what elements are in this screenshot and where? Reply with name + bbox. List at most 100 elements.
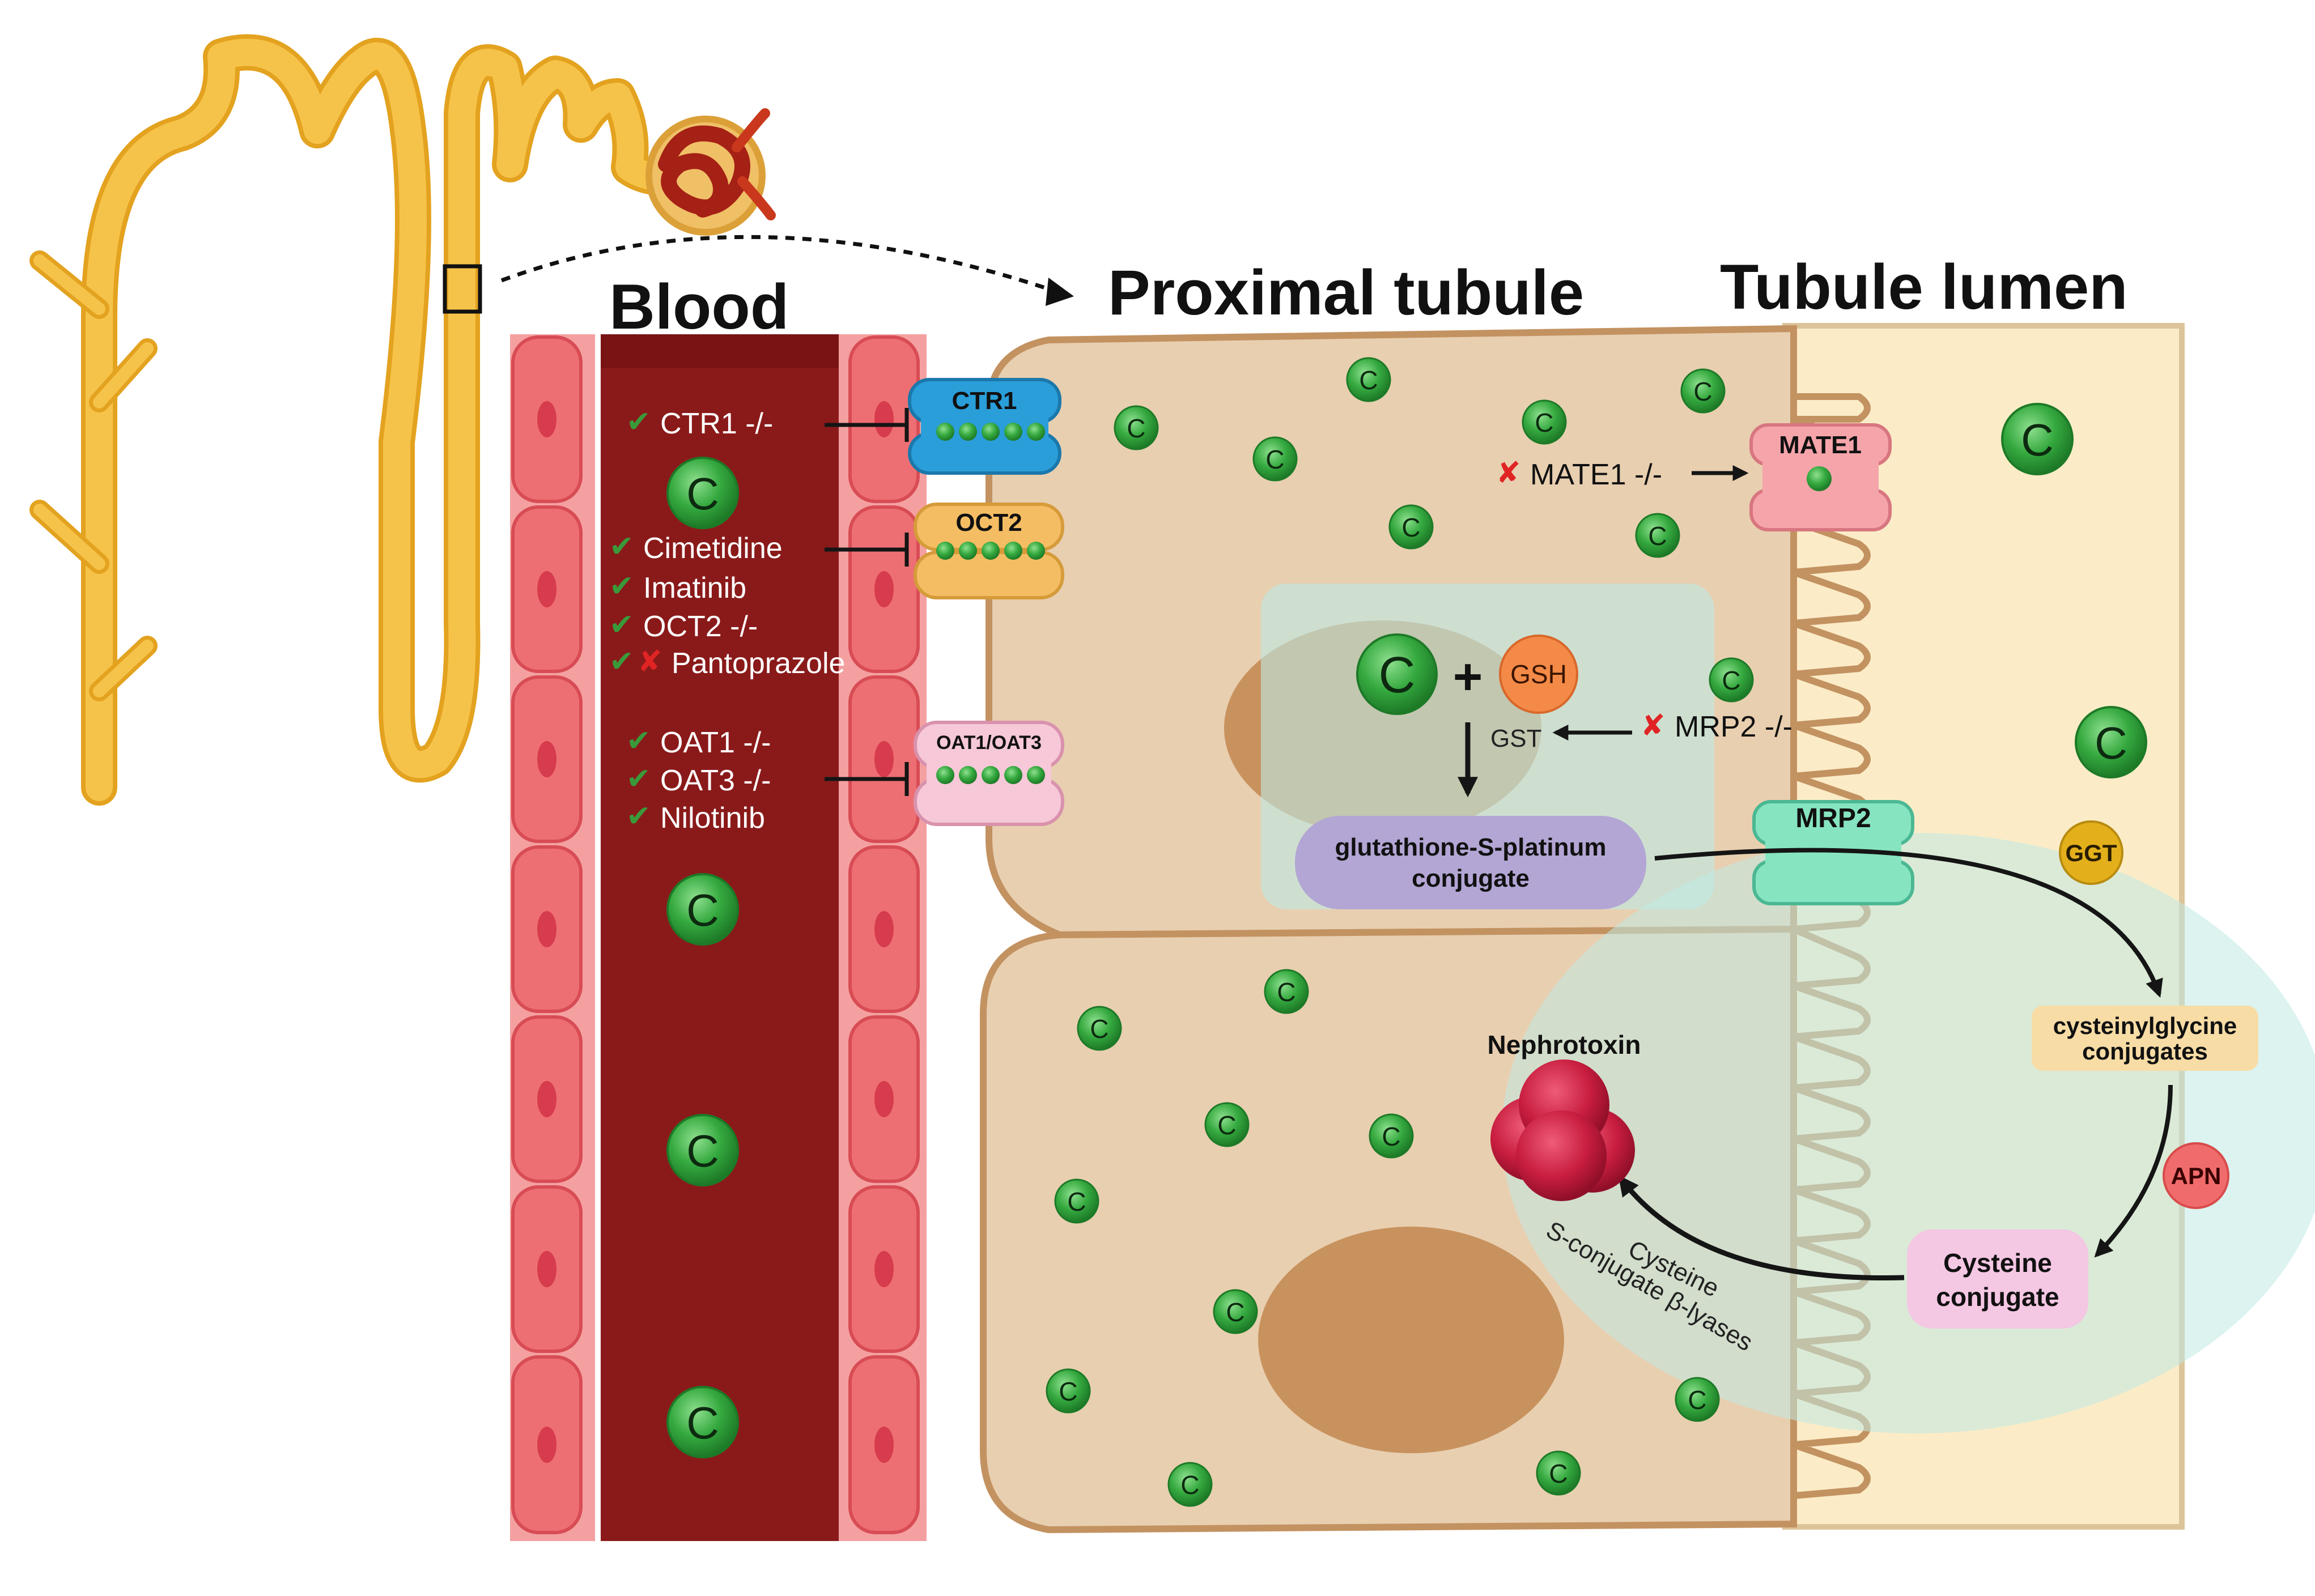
drug-symbol: C bbox=[1127, 414, 1145, 443]
drug-symbol: C bbox=[1265, 445, 1284, 474]
glutathione-conjugate-box bbox=[1295, 816, 1646, 909]
drug-symbol: C bbox=[1277, 977, 1295, 1007]
drug-symbol: C bbox=[1217, 1110, 1236, 1140]
mrp2-inhibitor: ✘ MRP2 -/- bbox=[1552, 709, 1792, 743]
drug-symbol: C bbox=[1090, 1014, 1108, 1044]
zoom-arrow-head bbox=[1046, 278, 1074, 306]
drug-molecule: C bbox=[1054, 1178, 1099, 1224]
oat-factor-group: ✔ OAT1 -/- ✔ OAT3 -/- ✔ Nilotinib bbox=[626, 725, 771, 835]
drug-symbol: C bbox=[2095, 718, 2127, 768]
drug-dot bbox=[1807, 466, 1832, 491]
drug-symbol: C bbox=[1226, 1297, 1244, 1327]
zoom-region-box bbox=[443, 264, 482, 314]
plus-sign: + bbox=[1453, 649, 1483, 705]
cross-icon: ✘ bbox=[1641, 709, 1666, 742]
drug-molecule: C bbox=[1709, 657, 1754, 703]
ctr1-factor-group: ✔ CTR1 -/- bbox=[626, 406, 773, 440]
drug-molecule: C bbox=[1369, 1113, 1414, 1159]
conjugate-line2: conjugate bbox=[1412, 865, 1530, 892]
check-icon: ✔ bbox=[626, 406, 651, 439]
drug-symbol: C bbox=[1401, 513, 1420, 542]
factor-label: OCT2 -/- bbox=[643, 610, 758, 643]
blood-heading: Blood bbox=[609, 271, 789, 342]
drug-molecule: C bbox=[666, 1114, 739, 1186]
check-icon: ✔ bbox=[609, 530, 634, 563]
drug-molecule: C bbox=[666, 1386, 739, 1458]
cysgly-to-cysteine-arrow bbox=[2094, 1084, 2173, 1258]
drug-symbol: C bbox=[1059, 1377, 1077, 1406]
drug-molecules: C C C C C C C C bbox=[666, 357, 2147, 1507]
drug-molecule: C bbox=[1046, 1368, 1091, 1414]
check-icon: ✔ bbox=[609, 570, 634, 603]
cys-line1: Cysteine bbox=[1943, 1248, 2052, 1278]
drug-molecule: C bbox=[1252, 436, 1298, 482]
drug-dots bbox=[936, 542, 1045, 560]
drug-molecule: C bbox=[1635, 513, 1680, 558]
factor-label: OAT3 -/- bbox=[660, 764, 771, 797]
cysgly-line1: cysteinylglycine bbox=[2053, 1012, 2237, 1039]
tubule-lumen-heading: Tubule lumen bbox=[1720, 252, 2128, 322]
gsh-label: GSH bbox=[1510, 659, 1567, 689]
drug-symbol: C bbox=[2021, 415, 2054, 465]
drug-symbol: C bbox=[1722, 666, 1740, 695]
mate1-inhibitor: ✘ MATE1 -/- bbox=[1496, 457, 1749, 491]
factor-label: Pantoprazole bbox=[672, 647, 845, 680]
cross-icon: ✘ bbox=[1496, 457, 1521, 490]
check-icon: ✔ bbox=[609, 645, 634, 678]
oct2-transporter: OCT2 bbox=[914, 503, 1064, 599]
cross-icon: ✘ bbox=[638, 645, 662, 678]
cysgly-line2: conjugates bbox=[2082, 1038, 2208, 1065]
drug-symbol: C bbox=[1382, 1122, 1400, 1151]
oat-transporter: OAT1/OAT3 bbox=[914, 721, 1064, 826]
drug-symbol: C bbox=[1549, 1459, 1568, 1488]
inhibitor-label: MRP2 -/- bbox=[1675, 710, 1792, 743]
ctr1-transporter: CTR1 bbox=[908, 378, 1061, 475]
cysteine-conjugate: Cysteine conjugate bbox=[1907, 1229, 2088, 1329]
lyase-arrow bbox=[1618, 1175, 1905, 1280]
drug-molecule: C bbox=[1077, 1006, 1122, 1051]
efflux-pathway-arrow bbox=[1654, 848, 2163, 998]
drug-molecule: C bbox=[666, 457, 739, 529]
conjugation-reaction: C + GSH GST glutathione-S-platinum conju… bbox=[1295, 633, 1646, 909]
check-icon: ✔ bbox=[626, 725, 651, 757]
drug-symbol: C bbox=[1688, 1385, 1706, 1415]
drug-symbol: C bbox=[1180, 1470, 1199, 1500]
drug-symbol: C bbox=[686, 469, 719, 519]
drug-molecule: C bbox=[1264, 969, 1309, 1014]
transporter-label: MATE1 bbox=[1779, 431, 1862, 459]
check-icon: ✔ bbox=[626, 800, 651, 833]
drug-molecule: C bbox=[1680, 368, 1726, 414]
ggt-enzyme: GGT bbox=[2059, 820, 2123, 885]
transporter-label: OCT2 bbox=[955, 509, 1022, 537]
drug-molecule: C bbox=[666, 873, 739, 946]
drug-symbol: C bbox=[686, 885, 719, 935]
drug-molecule: C bbox=[2075, 706, 2147, 778]
ggt-label: GGT bbox=[2066, 840, 2117, 866]
inhibitor-label: MATE1 -/- bbox=[1530, 458, 1662, 491]
glomerulus bbox=[645, 108, 776, 236]
drug-molecule: C bbox=[1346, 357, 1391, 402]
apn-enzyme: APN bbox=[2163, 1142, 2229, 1209]
nephron-illustration bbox=[29, 34, 1074, 806]
mrp2-transporter: MRP2 bbox=[1752, 800, 1914, 905]
drug-symbol: C bbox=[1379, 647, 1416, 704]
drug-molecule: C bbox=[2001, 403, 2074, 475]
drug-molecule: C bbox=[1204, 1102, 1250, 1147]
transporter-label: CTR1 bbox=[952, 387, 1017, 415]
transporter-label: MRP2 bbox=[1795, 803, 1871, 833]
cysteinylglycine-conjugates: cysteinylglycine conjugates bbox=[2032, 1006, 2258, 1071]
gst-label: GST bbox=[1490, 725, 1541, 752]
drug-symbol: C bbox=[686, 1398, 719, 1448]
inhibition-lines bbox=[825, 408, 909, 796]
lower-nucleus bbox=[1258, 1227, 1564, 1453]
nephrotoxin: Nephrotoxin bbox=[1488, 1030, 1641, 1201]
drug-dots bbox=[936, 766, 1045, 784]
zoom-dotted-arrow bbox=[500, 235, 1067, 297]
check-icon: ✔ bbox=[626, 763, 651, 795]
drug-symbol: C bbox=[1359, 365, 1378, 395]
mate1-transporter: MATE1 bbox=[1749, 423, 1892, 531]
conjugate-line1: glutathione-S-platinum bbox=[1335, 833, 1606, 861]
gsh-molecule bbox=[1499, 635, 1578, 714]
proximal-tubule-heading: Proximal tubule bbox=[1108, 257, 1584, 328]
